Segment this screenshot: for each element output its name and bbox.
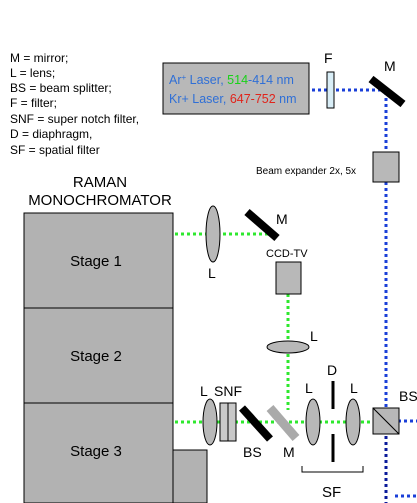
lens-snf-element xyxy=(202,398,218,446)
mirror-top-right-element xyxy=(368,75,406,108)
ccd-tv-box xyxy=(275,261,302,295)
legend-line: F = filter; xyxy=(10,96,57,110)
sf-lens-left-label: L xyxy=(305,380,313,396)
ccd-tv-label: CCD-TV xyxy=(266,248,308,260)
beam-expander-box xyxy=(372,151,400,183)
blue-beam xyxy=(306,88,417,503)
kr-laser-label: Kr+ Laser, 647-752 nm xyxy=(169,92,297,106)
beam-splitter-left-label: BS xyxy=(243,444,262,460)
snf-label: SNF xyxy=(214,383,242,399)
mirror-m1: M xyxy=(244,208,288,242)
legend-line: SNF = super notch filter, xyxy=(10,112,139,126)
mirror-top-right: M xyxy=(368,58,406,108)
monochromator: RAMAN MONOCHROMATOR Stage 1 Stage 2 Stag… xyxy=(23,174,208,503)
legend-line: BS = beam splitter; xyxy=(10,81,112,95)
mirror-m1-element xyxy=(244,208,280,242)
filter-f-label: F xyxy=(324,50,333,66)
lens-snf: L xyxy=(200,383,218,446)
spatial-filter: L D L SF xyxy=(301,362,364,501)
monochromator-title: MONOCHROMATOR xyxy=(28,192,172,209)
lens-stage1-element xyxy=(205,205,221,263)
ar-laser-label: Ar+ Laser, 514-414 nm xyxy=(169,73,294,87)
stage-1 xyxy=(23,212,174,309)
mirror-m-bottom-label: M xyxy=(283,444,295,460)
beam-splitter-right: BS xyxy=(372,388,417,435)
beam-expander: Beam expander 2x, 5x xyxy=(256,151,400,183)
sf-lens-right xyxy=(345,398,361,446)
beam-splitter-right-label: BS xyxy=(399,388,417,404)
lens-vertical-label: L xyxy=(310,328,318,344)
diaphragm-label: D xyxy=(327,362,337,378)
laser-box-frame xyxy=(162,62,310,115)
sf-lens-right-label: L xyxy=(350,380,358,396)
lens-stage1: L xyxy=(205,205,221,281)
legend-line: SF = spatial filter xyxy=(10,143,100,157)
lens-stage1-label: L xyxy=(208,265,216,281)
mirror-m-bottom-element xyxy=(266,405,300,441)
monochromator-title: RAMAN xyxy=(73,174,127,191)
beam-splitter-left: BS xyxy=(239,405,273,460)
stage-label: Stage 3 xyxy=(70,443,122,460)
mirror-m1-label: M xyxy=(276,211,288,227)
snf-plate xyxy=(227,402,237,442)
legend: M = mirror; L = lens; BS = beam splitter… xyxy=(10,51,139,157)
stage-label: Stage 2 xyxy=(70,348,122,365)
laser-box: Ar+ Laser, 514-414 nm Kr+ Laser, 647-752… xyxy=(162,62,310,115)
legend-line: L = lens; xyxy=(10,66,55,80)
mirror-top-right-label: M xyxy=(384,58,396,74)
sf-bracket xyxy=(301,466,364,473)
beam-splitter-left-element xyxy=(239,405,273,442)
sf-lens-left xyxy=(305,398,321,446)
lens-vertical: L xyxy=(266,328,318,354)
snf-plate xyxy=(219,402,229,442)
beam-expander-label: Beam expander 2x, 5x xyxy=(256,166,356,177)
lens-snf-label: L xyxy=(200,383,208,399)
stage-label: Stage 1 xyxy=(70,253,122,270)
mirror-m-bottom: M xyxy=(266,405,300,460)
lens-vertical-element xyxy=(266,340,310,354)
legend-line: D = diaphragm, xyxy=(10,127,92,141)
beam-splitter-diagonal xyxy=(372,407,400,435)
stage-3-port xyxy=(172,449,208,503)
filter-f-element xyxy=(326,71,335,109)
sf-label: SF xyxy=(322,484,341,501)
ccd-tv: CCD-TV xyxy=(266,248,308,295)
legend-line: M = mirror; xyxy=(10,51,68,65)
filter-f: F xyxy=(324,50,335,109)
super-notch-filter: SNF xyxy=(214,383,242,442)
